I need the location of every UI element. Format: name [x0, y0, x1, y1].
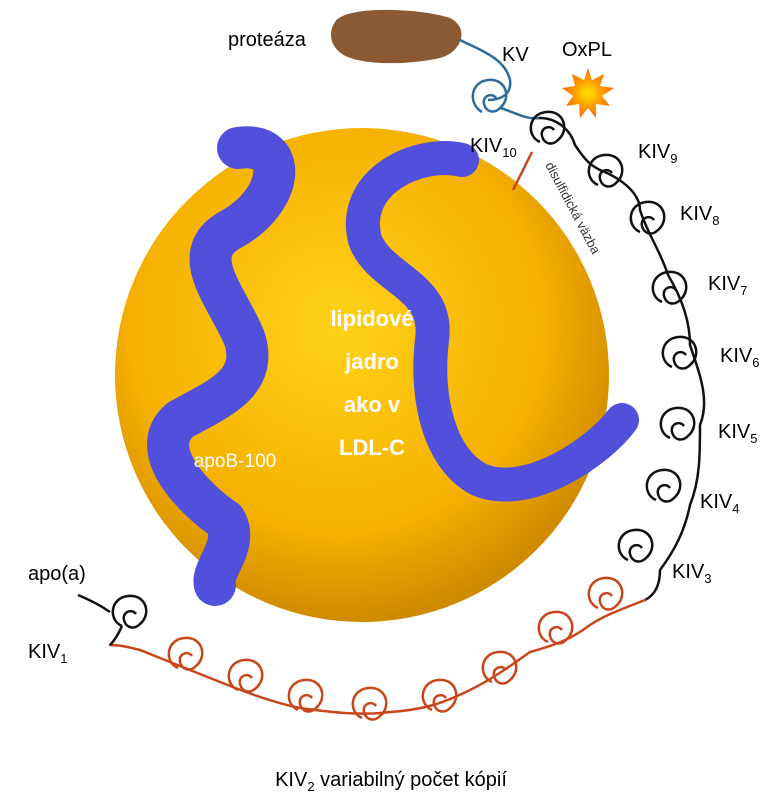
core-line-3: ako v — [344, 392, 401, 417]
kiv-5-kringle — [659, 406, 696, 441]
kiv-3-kringle — [617, 528, 654, 563]
kiv-7-label: KIV7 — [708, 273, 747, 298]
kiv-4-label: KIV4 — [700, 491, 739, 516]
kiv-9-label: KIV9 — [638, 141, 677, 166]
core-line-4: LDL-C — [339, 435, 405, 460]
kiv-1-kringle — [77, 593, 148, 646]
oxpl-label: OxPL — [562, 39, 612, 61]
core-line-2: jadro — [344, 349, 399, 374]
kiv-8-label: KIV8 — [680, 203, 719, 228]
kiv-5-label: KIV5 — [718, 421, 757, 446]
apob-label: apoB-100 — [194, 451, 276, 472]
disulfide-bond-line — [511, 151, 534, 191]
protease-label: proteáza — [228, 29, 307, 51]
kiv-6-label: KIV6 — [720, 345, 759, 370]
core-line-1: lipidové — [330, 306, 413, 331]
oxpl-burst — [562, 68, 614, 118]
kiv-4-kringle — [645, 468, 682, 503]
kiv2-caption: KIV2 variabilný počet kópií — [275, 769, 507, 794]
kiv-10-kringle — [529, 110, 566, 145]
core-label: lipidové jadro ako v LDL-C — [330, 306, 413, 460]
protease-blob — [330, 9, 462, 64]
kiv-6-kringle — [661, 335, 698, 370]
kiv2-kringles — [167, 576, 624, 721]
kiv-7-kringle — [651, 270, 688, 305]
kiv-3-label: KIV3 — [672, 561, 711, 586]
apoa-label: apo(a) — [28, 563, 86, 585]
apob-100-ribbon — [147, 126, 639, 606]
kiv-8-kringle — [629, 200, 666, 235]
kv-kringle — [471, 78, 541, 120]
kiv-10-label: KIV10 — [470, 135, 517, 160]
kiv-1-label: KIV1 — [28, 641, 67, 666]
kv-label: KV — [502, 44, 529, 66]
kv-link — [459, 38, 512, 102]
kiv-9-kringle — [587, 153, 624, 188]
